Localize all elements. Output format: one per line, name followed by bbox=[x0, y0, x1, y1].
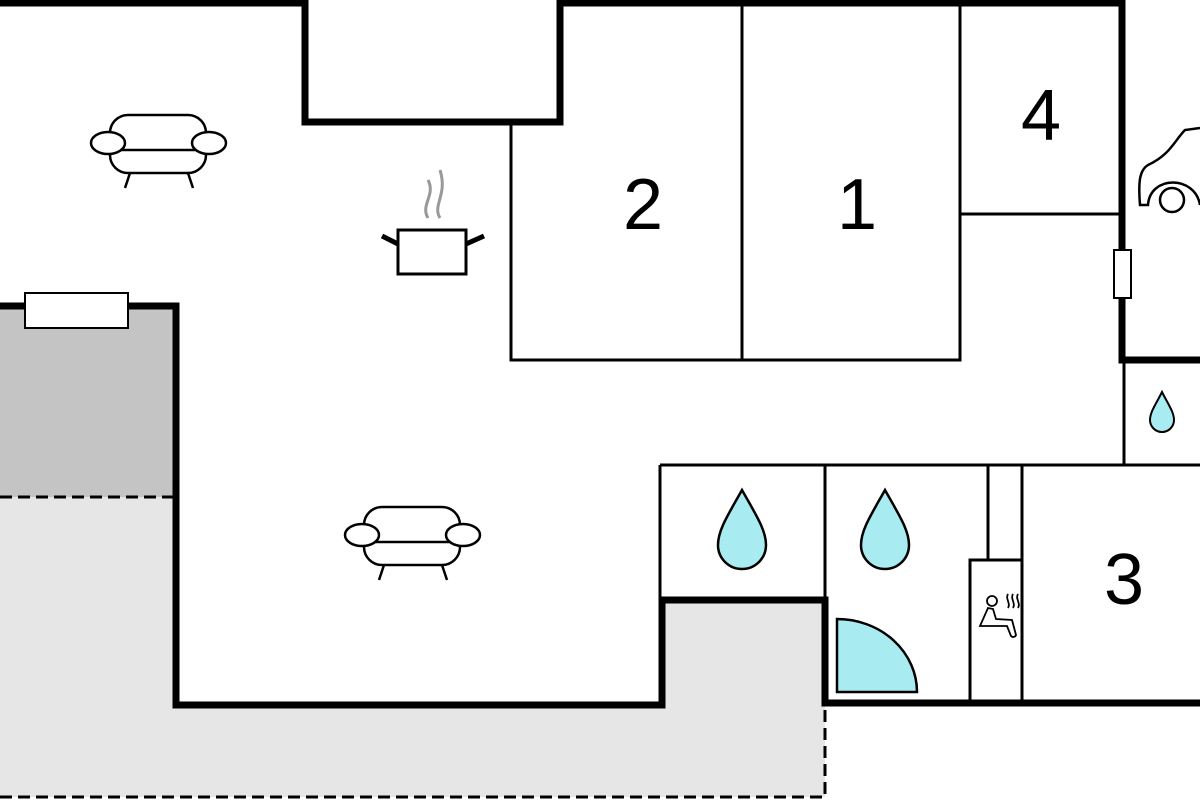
room-number-3: 3 bbox=[1103, 540, 1145, 620]
terrace-dashed-border bbox=[0, 495, 827, 799]
window-icon bbox=[1113, 249, 1132, 299]
shower-icon bbox=[835, 617, 919, 694]
covered-terrace bbox=[0, 306, 176, 497]
inner-walls bbox=[509, 3, 1200, 705]
room-number-4: 4 bbox=[1020, 76, 1062, 156]
sofa-icon bbox=[89, 113, 228, 189]
sofa-icon bbox=[343, 505, 482, 581]
open-terrace bbox=[0, 497, 825, 797]
window-icon bbox=[24, 292, 129, 329]
water-drop-icon bbox=[716, 389, 1176, 571]
room-number-1: 1 bbox=[836, 165, 878, 245]
cooking-pot-icon bbox=[380, 169, 486, 276]
car-icon bbox=[1138, 126, 1200, 214]
sauna-icon bbox=[978, 593, 1020, 638]
outer-walls bbox=[0, 0, 1200, 709]
terrace-areas bbox=[0, 306, 827, 799]
room-number-2: 2 bbox=[622, 165, 664, 245]
